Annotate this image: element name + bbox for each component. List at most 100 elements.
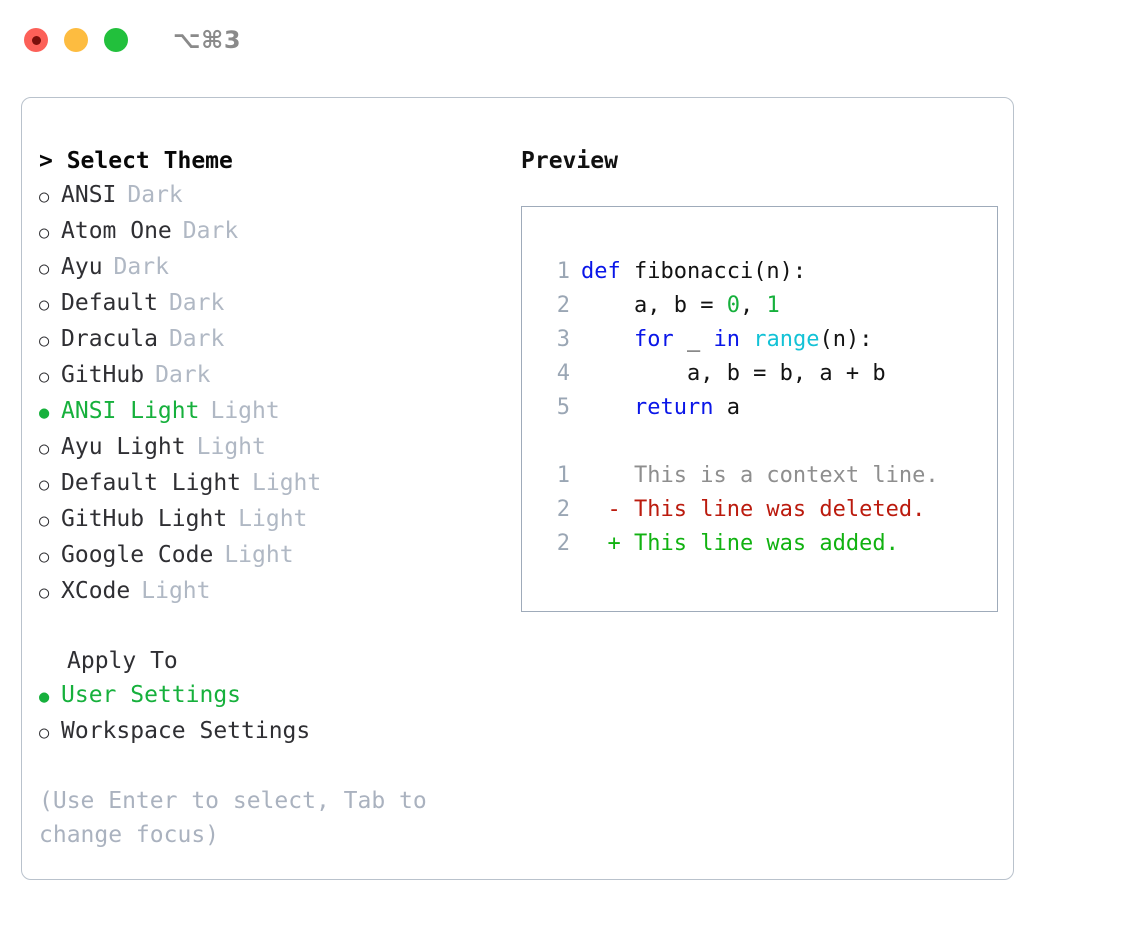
code-token-num: 1 — [766, 293, 780, 318]
section-spacer — [39, 610, 504, 644]
hint-spacer — [39, 750, 504, 784]
code-token-plain: (n): — [819, 327, 873, 352]
radio-unselected-icon: ○ — [39, 331, 50, 351]
minimize-button-icon[interactable] — [64, 28, 88, 52]
theme-option-variant-badge: Dark — [168, 290, 225, 316]
radio-unselected-icon: ○ — [39, 475, 50, 495]
theme-option-9[interactable]: ○ GitHub Light Light — [39, 502, 504, 538]
code-line-number: 4 — [556, 361, 570, 386]
keyboard-hint-text: (Use Enter to select, Tab to change focu… — [39, 788, 441, 848]
code-token-plain — [581, 395, 634, 420]
preview-column: Preview 1 def fibonacci(n): 2 a, b = 0, 1 3… — [521, 144, 1008, 612]
theme-option-6[interactable]: ● ANSI Light Light — [39, 394, 504, 430]
apply-to-header: Apply To — [67, 648, 178, 674]
diff-sample-block: 1 This is a context line.2 - This line w… — [544, 459, 997, 561]
theme-option-11[interactable]: ○ XCode Light — [39, 574, 504, 610]
radio-unselected-icon: ○ — [39, 439, 50, 459]
theme-option-variant-badge: Light — [141, 578, 211, 604]
code-line: 1 def fibonacci(n): — [544, 255, 997, 289]
apply-to-option-list[interactable]: ●User Settings ○ Workspace Settings — [39, 678, 504, 750]
theme-option-label: XCode — [61, 578, 131, 604]
diff-line-number: 2 — [556, 531, 570, 556]
code-token-plain: a, b = b, a + b — [581, 361, 886, 386]
maximize-button-icon[interactable] — [104, 28, 128, 52]
select-theme-header: > Select Theme — [39, 148, 233, 174]
code-line: 2 a, b = 0, 1 — [544, 289, 997, 323]
theme-option-variant-badge: Light — [196, 434, 266, 460]
close-button-icon[interactable] — [24, 28, 48, 52]
theme-option-label: Default — [61, 290, 158, 316]
code-token-plain: _ — [673, 327, 714, 352]
code-line: 4 a, b = b, a + b — [544, 357, 997, 391]
code-diff-spacer — [544, 425, 997, 459]
radio-unselected-icon: ○ — [39, 295, 50, 315]
code-token-kw: for — [633, 327, 674, 352]
code-line-content: a, b = b, a + b — [581, 357, 886, 391]
keyboard-shortcut-label: ⌥⌘3 — [173, 26, 242, 54]
theme-option-variant-badge: Light — [210, 398, 280, 424]
theme-option-4[interactable]: ○ Dracula Dark — [39, 322, 504, 358]
radio-unselected-icon: ○ — [39, 367, 50, 387]
diff-line-content: This is a context line. — [581, 463, 939, 488]
code-token-kw: return — [633, 395, 714, 420]
apply-option-1[interactable]: ○ Workspace Settings — [39, 714, 504, 750]
code-token-plain: a, b = — [581, 293, 727, 318]
diff-line-ctx: 1 This is a context line. — [544, 459, 997, 493]
theme-option-7[interactable]: ○ Ayu Light Light — [39, 430, 504, 466]
window-titlebar: ⌥⌘3 — [0, 0, 1140, 80]
code-line-number: 2 — [556, 293, 570, 318]
radio-selected-icon: ● — [39, 403, 50, 423]
code-token-plain: a — [713, 395, 740, 420]
code-token-plain — [581, 327, 634, 352]
code-sample-block: 1 def fibonacci(n): 2 a, b = 0, 1 3 for _ i… — [544, 255, 997, 425]
code-line-number: 1 — [556, 259, 570, 284]
radio-unselected-icon: ○ — [39, 511, 50, 531]
radio-unselected-icon: ○ — [39, 583, 50, 603]
code-line-number: 5 — [556, 395, 570, 420]
theme-option-label: Ayu Light — [61, 434, 186, 460]
code-token-plain: fibonacci(n): — [633, 259, 807, 284]
theme-option-label: GitHub — [61, 362, 145, 388]
radio-selected-icon: ● — [39, 687, 50, 707]
theme-option-label: GitHub Light — [61, 506, 228, 532]
code-line-content: a, b = 0, 1 — [581, 289, 780, 323]
code-line-number: 3 — [556, 327, 570, 352]
code-line: 5 return a — [544, 391, 997, 425]
diff-line-number: 1 — [556, 463, 570, 488]
preview-header: Preview — [521, 148, 618, 174]
code-line-content: for _ in range(n): — [581, 323, 872, 357]
diff-line-del: 2 - This line was deleted. — [544, 493, 997, 527]
theme-option-variant-badge: Dark — [168, 326, 225, 352]
radio-unselected-icon: ○ — [39, 547, 50, 567]
apply-option-0[interactable]: ●User Settings — [39, 678, 504, 714]
theme-option-label: Google Code — [61, 542, 214, 568]
radio-unselected-icon: ○ — [39, 723, 50, 743]
theme-option-variant-badge: Dark — [155, 362, 211, 388]
theme-option-label: Default Light — [61, 470, 242, 496]
theme-option-label: Dracula — [61, 326, 158, 352]
diff-line-content: - This line was deleted. — [581, 497, 926, 522]
theme-option-8[interactable]: ○ Default Light Light — [39, 466, 504, 502]
code-token-kw: def — [581, 259, 634, 284]
diff-line-number: 2 — [556, 497, 570, 522]
window-controls — [24, 28, 128, 52]
code-token-plain: , — [739, 293, 767, 318]
apply-option-label: Workspace Settings — [61, 718, 311, 744]
preview-panel: 1 def fibonacci(n): 2 a, b = 0, 1 3 for _ i… — [521, 206, 998, 612]
theme-option-label: ANSI Light — [61, 398, 200, 424]
code-line-content: return a — [581, 391, 740, 425]
code-token-plain — [740, 327, 753, 352]
theme-option-3[interactable]: ○ Default Dark — [39, 286, 504, 322]
radio-unselected-icon: ○ — [39, 187, 50, 207]
theme-option-variant-badge: Light — [238, 506, 308, 532]
theme-option-5[interactable]: ○ GitHub Dark — [39, 358, 504, 394]
theme-option-variant-badge: Light — [252, 470, 322, 496]
